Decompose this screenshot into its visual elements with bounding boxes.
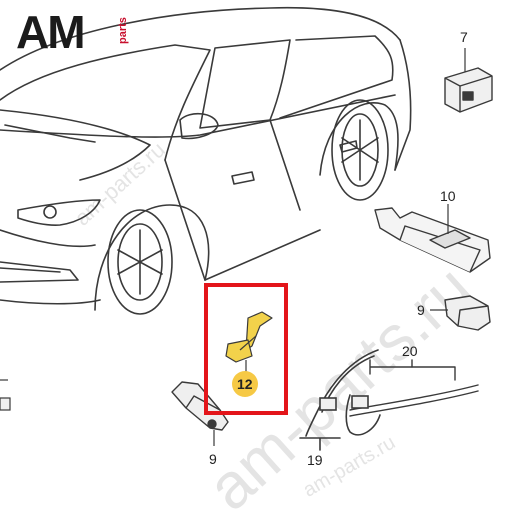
highlight-box (204, 283, 288, 415)
edge-part-fragment (0, 397, 11, 411)
callout-7: 7 (460, 29, 468, 45)
vehicle-illustration (0, 6, 412, 315)
part-10-bracket (374, 207, 491, 273)
part-19-cable-harness (299, 349, 381, 451)
logo-sub: parts (117, 17, 129, 44)
part-7-module (444, 67, 493, 113)
callout-19: 19 (307, 452, 323, 468)
am-parts-logo: AM parts (16, 6, 129, 58)
watermark: am-parts.ru am-parts.ru am-parts.ru (70, 137, 485, 512)
part-9-trim-bracket (171, 381, 229, 431)
callout-12: 12 (237, 376, 253, 392)
callout-9-right: 9 (417, 302, 425, 318)
callout-10: 10 (440, 188, 456, 204)
callout-20: 20 (402, 343, 418, 359)
logo-main: AM (16, 6, 84, 58)
callout-9-bottom: 9 (209, 451, 217, 467)
part-9-clip-right (444, 295, 491, 331)
part-12-door-check (225, 311, 273, 363)
callout-12-badge (232, 371, 258, 397)
